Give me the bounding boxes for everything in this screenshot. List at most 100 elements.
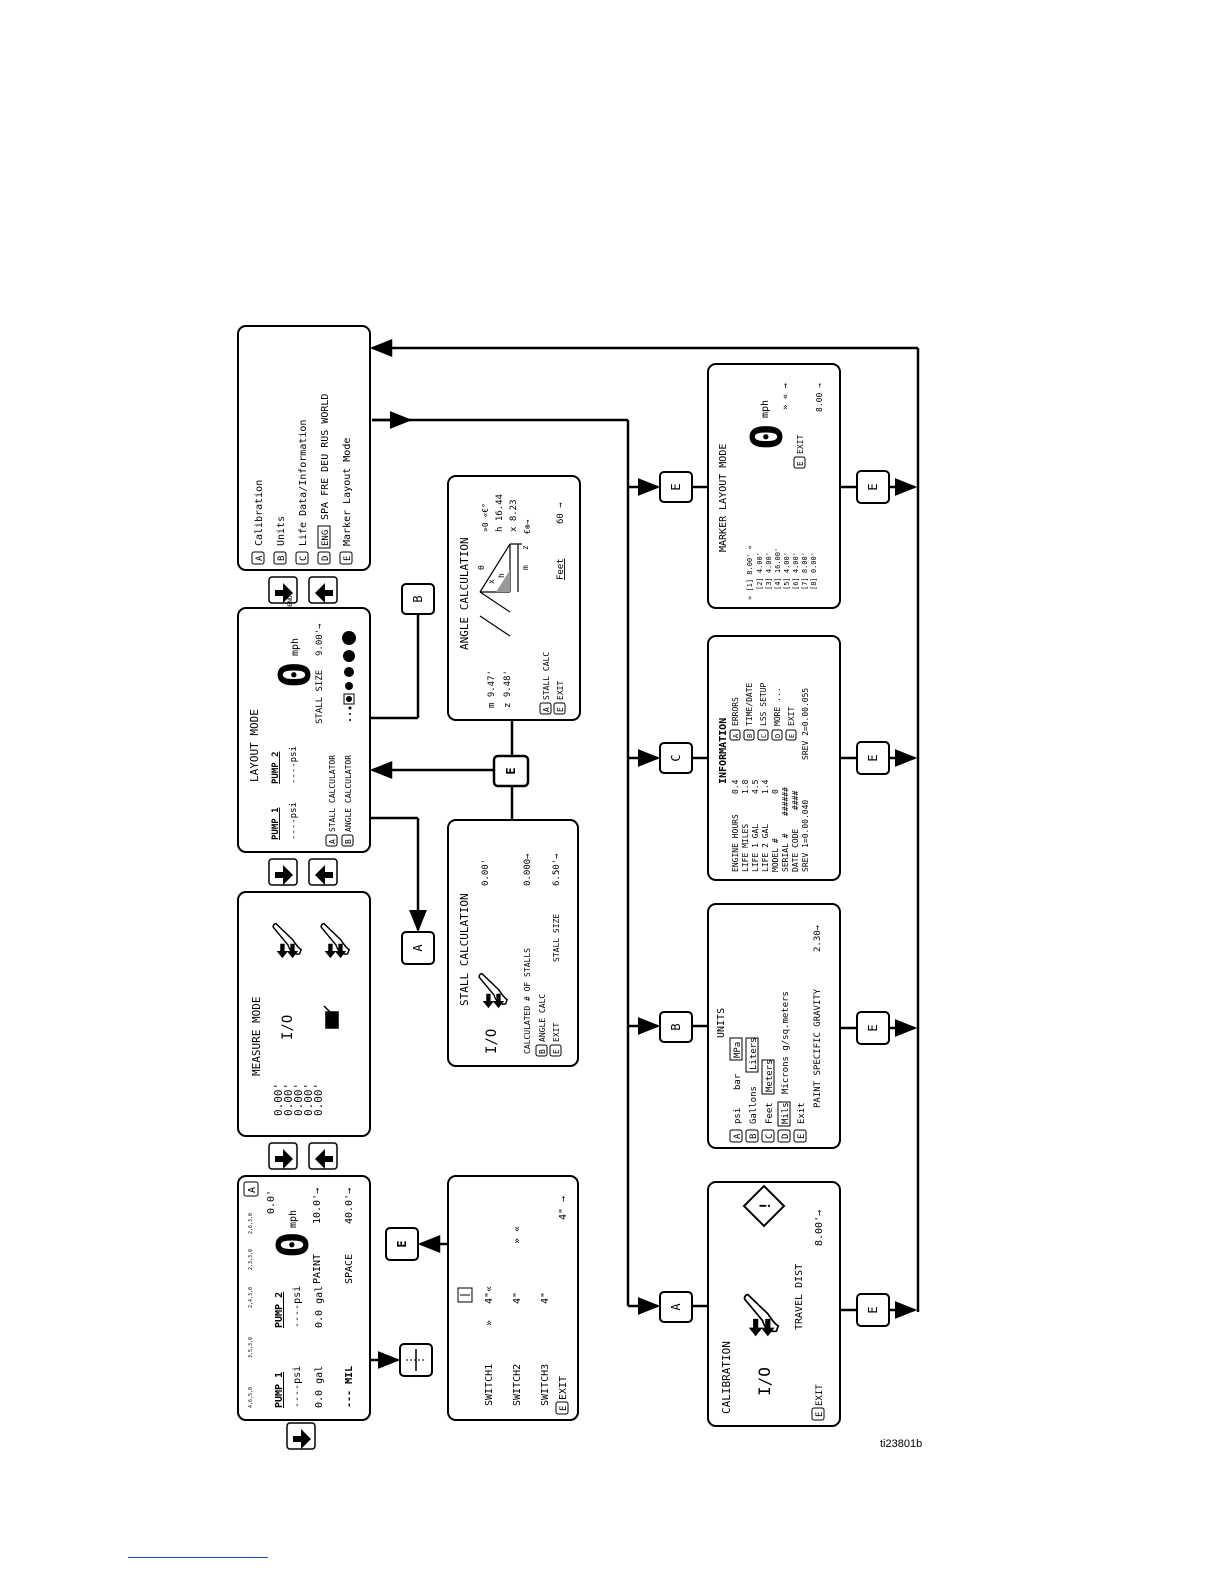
layout-stall-size-label: STALL SIZE xyxy=(315,670,325,724)
menu-units[interactable]: Units xyxy=(276,516,287,546)
menu-down-icon[interactable] xyxy=(268,1142,298,1170)
run-key-a[interactable]: A xyxy=(247,1187,258,1193)
layout-key-b[interactable]: B xyxy=(344,839,353,844)
info-errors[interactable]: ERRORS xyxy=(731,697,740,726)
key-e-back[interactable]: E xyxy=(492,754,530,788)
angle-h-value: h 16.44 xyxy=(495,494,505,532)
units-gravity-value: 2.30→ xyxy=(813,924,823,952)
svg-text:E: E xyxy=(395,1240,409,1247)
stall-key-b[interactable]: B xyxy=(538,1049,547,1054)
menu-key-d[interactable]: D xyxy=(321,556,331,561)
info-time-date[interactable]: TIME/DATE xyxy=(745,682,754,726)
menu-lang-eng[interactable]: ENG xyxy=(321,530,331,546)
info-key-b[interactable]: B xyxy=(746,734,754,738)
run-space-label: SPACE xyxy=(344,1254,355,1284)
angle-x-value: x 8.23 xyxy=(509,499,519,532)
key-e-exit-information[interactable]: E xyxy=(856,741,890,775)
units-exit[interactable]: Exit xyxy=(797,1102,807,1124)
switch-screen: SWITCH1 SWITCH2 SWITCH3 » 4"« 4" 4" » « … xyxy=(447,1175,579,1421)
run-paint-label: PAINT xyxy=(312,1254,323,1284)
layout-key-a[interactable]: A xyxy=(328,839,337,844)
units-key-e[interactable]: E xyxy=(797,1134,807,1139)
units-gravity-label: PAINT SPECIFIC GRAVITY xyxy=(813,988,823,1108)
menu-marker-layout[interactable]: Marker Layout Mode xyxy=(342,438,353,546)
calibration-key-e[interactable]: E xyxy=(815,1412,825,1417)
layout-dot-indicator xyxy=(342,631,356,721)
warning-icon xyxy=(742,1184,786,1228)
units-feet[interactable]: Feet xyxy=(765,1102,775,1124)
key-b-angle[interactable]: B xyxy=(401,583,435,615)
angle-key-e[interactable]: E xyxy=(556,707,565,712)
key-b-units[interactable]: B xyxy=(659,1011,693,1043)
menu-key-e[interactable]: E xyxy=(343,556,353,561)
svg-text:B: B xyxy=(411,595,425,602)
menu-key-a[interactable]: A xyxy=(255,555,265,561)
angle-key-a[interactable]: A xyxy=(542,707,551,712)
units-key-b[interactable]: B xyxy=(749,1134,759,1139)
units-gallons[interactable]: Gallons xyxy=(749,1086,759,1124)
key-e-marker[interactable]: E xyxy=(659,471,693,503)
info-key-e[interactable]: E xyxy=(788,734,796,738)
units-meters[interactable]: Meters xyxy=(765,1059,775,1092)
info-value-serial: ###### xyxy=(781,787,790,816)
key-a-calibration[interactable]: A xyxy=(659,1291,693,1323)
units-microns[interactable]: Microns g/sq.meters xyxy=(781,991,791,1094)
switch-markers: » « xyxy=(512,1226,523,1244)
marker-title: MARKER LAYOUT MODE xyxy=(718,444,729,552)
units-key-c[interactable]: C xyxy=(765,1134,775,1139)
layout-stall-size-value: 9.00'→ xyxy=(315,623,325,656)
info-key-a[interactable]: A xyxy=(732,733,740,738)
menu-up-icon[interactable] xyxy=(308,576,338,604)
key-e-exit-marker[interactable]: E xyxy=(856,470,890,504)
run-screen: PUMP 1 PUMP 2 ----psi ----psi 0.0 gal 0.… xyxy=(237,1175,371,1421)
layout-speed: 0 xyxy=(270,662,321,689)
stall-size-value: 6.50'→ xyxy=(552,853,562,886)
menu-calibration[interactable]: Calibration xyxy=(254,480,265,546)
menu-down-icon[interactable] xyxy=(268,858,298,886)
switch3-label: SWITCH3 xyxy=(540,1364,551,1406)
marker-speed: 0 xyxy=(742,424,793,451)
marker-row-1: » [1] 8.00' « xyxy=(746,545,754,600)
layout-pump2-label: PUMP 2 xyxy=(271,751,281,784)
info-more[interactable]: MORE ... xyxy=(773,687,782,726)
units-mpa[interactable]: MPa xyxy=(733,1042,743,1058)
key-e-switch-exit[interactable]: E xyxy=(385,1227,419,1261)
menu-languages[interactable]: SPA FRE DEU RUS WORLD xyxy=(320,394,331,520)
switch-key-icon[interactable] xyxy=(399,1343,433,1377)
info-lss-setup[interactable]: LSS SETUP xyxy=(759,682,768,726)
marker-row-3: [3] 4.00' xyxy=(765,552,773,590)
info-key-d[interactable]: D xyxy=(774,734,782,738)
menu-up-icon[interactable] xyxy=(308,1142,338,1170)
info-value-model: 0 xyxy=(771,789,780,794)
switch-exit-label: EXIT xyxy=(558,1376,569,1400)
run-mil: --- MIL xyxy=(344,1366,355,1408)
menu-key-c[interactable]: C xyxy=(299,556,309,561)
units-liters[interactable]: Liters xyxy=(749,1037,759,1070)
key-c-information[interactable]: C xyxy=(659,742,693,774)
angle-arrow: €⊛→ xyxy=(523,519,532,534)
stall-value-1: 0.00' xyxy=(481,859,491,886)
info-value-life-2-gal: 1.4 xyxy=(761,779,770,794)
units-psi[interactable]: psi xyxy=(733,1108,743,1124)
key-a-stall[interactable]: A xyxy=(401,931,435,965)
units-bar[interactable]: bar xyxy=(733,1073,743,1090)
info-key-c[interactable]: C xyxy=(760,734,768,738)
key-e-exit-calibration[interactable]: E xyxy=(856,1293,890,1327)
angle-m-label: m xyxy=(521,565,530,570)
units-key-d[interactable]: D xyxy=(781,1134,791,1139)
switch-value: 4" → xyxy=(558,1196,569,1220)
switch-exit-key[interactable]: E xyxy=(559,1406,569,1411)
units-key-a[interactable]: A xyxy=(733,1133,743,1139)
units-mils[interactable]: Mils xyxy=(781,1102,791,1124)
menu-key-b[interactable]: B xyxy=(277,556,287,561)
menu-down-icon[interactable] xyxy=(286,1422,316,1450)
menu-up-icon[interactable] xyxy=(308,858,338,886)
key-e-exit-units[interactable]: E xyxy=(856,1011,890,1045)
angle-value: 60 → xyxy=(556,502,566,524)
info-label-life-miles: LIFE MILES xyxy=(741,824,750,872)
menu-life-data[interactable]: Life Data/Information xyxy=(298,420,309,546)
angle-theta: θ xyxy=(477,565,486,570)
marker-key-e[interactable]: E xyxy=(796,461,805,466)
stall-key-e[interactable]: E xyxy=(552,1049,561,1054)
info-exit[interactable]: EXIT xyxy=(787,707,796,726)
